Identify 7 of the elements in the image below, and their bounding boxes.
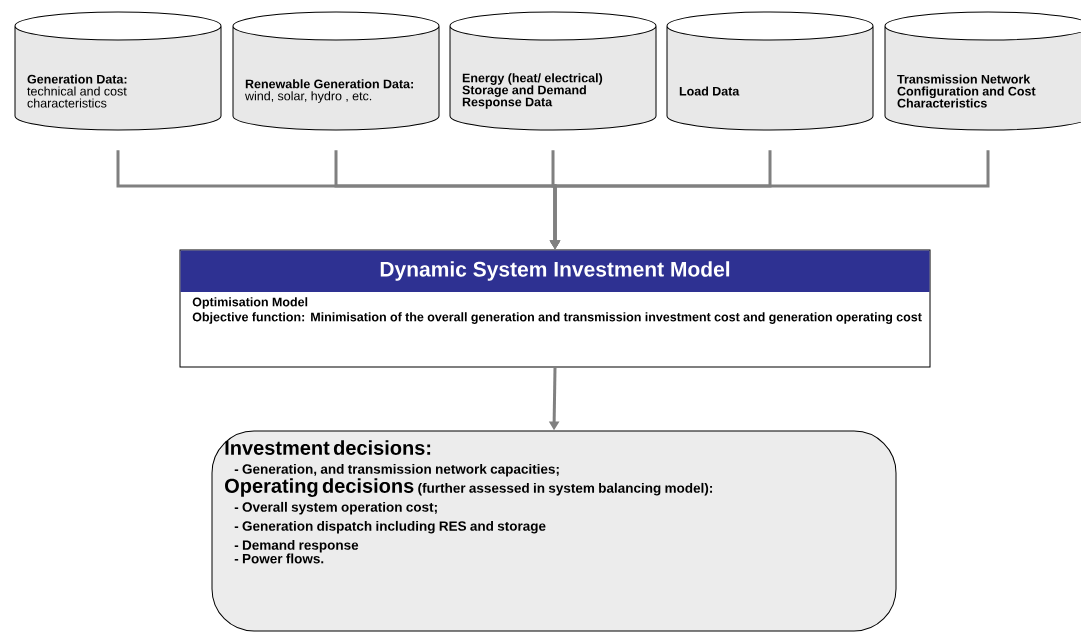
database-cylinder: Energy (heat/ electrical) Storage and Demand Response Data (449, 11, 657, 131)
database-cylinder: Load Data (666, 11, 874, 131)
model-box: Dynamic System Investment Model Optimisation Model Objective function: Minimisation of the overall generation and transmission investment cost and generation operating cost (179, 249, 931, 368)
database-cylinder: Renewable Generation Data: wind, solar, hydro , etc. (232, 11, 440, 131)
database-cylinder: Generation Data: technical and cost characteristics (14, 11, 222, 131)
database-cylinder: Transmission Network Configuration and Cost Characteristics (884, 11, 1081, 131)
output-box: Investment decisions: - Generation, and transmission network capacities; Operating decisions (further assessed in system balancing model): - Overall system operation cost; - Generation dispatch including RES and storage - Demand response - Power flows. (211, 430, 897, 632)
